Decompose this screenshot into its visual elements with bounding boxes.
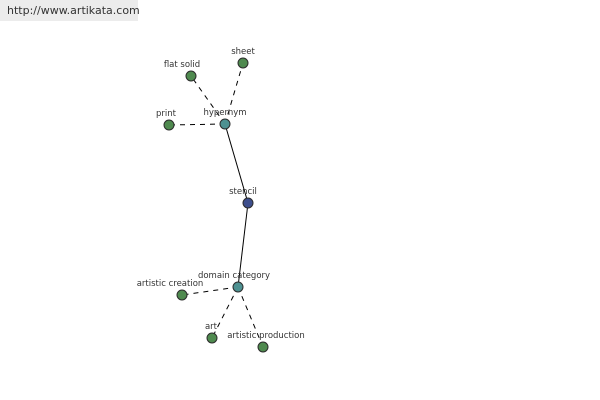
edge-hypernym-sheet (224, 62, 244, 125)
node-stencil[interactable] (242, 197, 254, 209)
node-layer (163, 57, 269, 353)
node-label-artistic-creation[interactable]: artistic creation (137, 279, 204, 289)
edge-stencil-hypernym (224, 123, 249, 204)
site-url-link[interactable]: http://www.artikata.com (7, 4, 140, 17)
node-domain-category[interactable] (232, 281, 244, 293)
node-hypernym[interactable] (219, 118, 231, 130)
node-label-art[interactable]: art (205, 322, 218, 332)
label-layer: stencil hypernym domain category flat solid… (137, 47, 305, 341)
node-label-domain-category[interactable]: domain category (198, 271, 270, 281)
node-art[interactable] (206, 332, 218, 344)
node-label-sheet[interactable]: sheet (231, 47, 255, 57)
node-artistic-creation[interactable] (176, 289, 188, 301)
node-label-artistic-production[interactable]: artistic production (227, 331, 305, 341)
node-label-stencil[interactable]: stencil (229, 187, 257, 197)
node-print[interactable] (163, 119, 175, 131)
node-sheet[interactable] (237, 57, 249, 69)
url-bar: http://www.artikata.com (0, 0, 140, 21)
node-flat-solid[interactable] (185, 70, 197, 82)
node-label-flat-solid[interactable]: flat solid (164, 60, 200, 70)
node-label-print[interactable]: print (156, 109, 177, 119)
edge-domain-category-artistic-production (237, 286, 264, 348)
node-artistic-production[interactable] (257, 341, 269, 353)
node-label-hypernym[interactable]: hypernym (203, 108, 246, 118)
edge-stencil-domain-category (237, 202, 249, 288)
edge-hypernym-print (168, 123, 226, 126)
edge-layer (168, 62, 264, 348)
